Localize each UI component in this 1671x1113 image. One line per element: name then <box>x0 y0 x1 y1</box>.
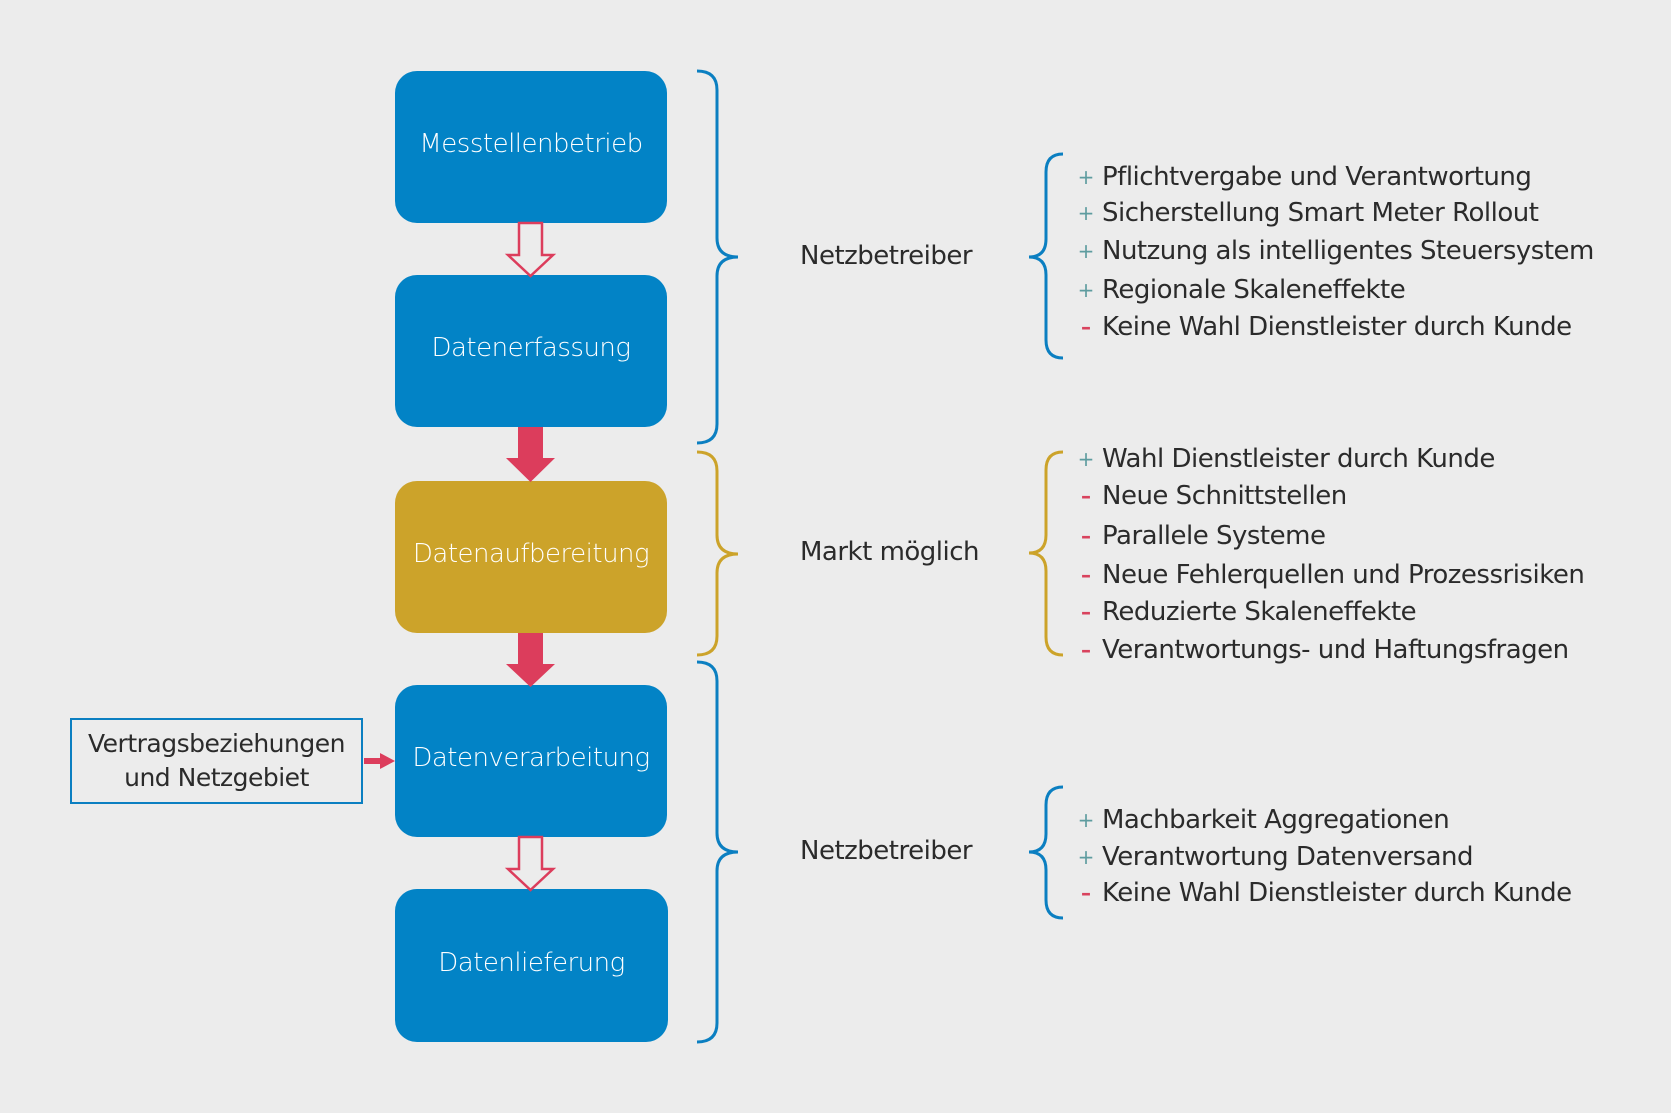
list-item-text: Wahl Dienstleister durch Kunde <box>1102 444 1495 474</box>
plus-icon: + <box>1077 165 1095 189</box>
list-item: – Reduzierte Skaleneffekte <box>1070 595 1417 629</box>
brace-right-markt <box>696 450 739 657</box>
minus-icon: – <box>1081 524 1091 548</box>
brace-left-list-1 <box>1028 152 1064 360</box>
brace-left-list-2 <box>1028 450 1064 657</box>
list-item-text: Parallele Systeme <box>1102 521 1326 551</box>
list-item: + Machbarkeit Aggregationen <box>1070 803 1450 837</box>
list-item-text: Nutzung als intelligentes Steuersystem <box>1102 236 1594 266</box>
process-step-datenerfassung: Datenerfassung <box>395 275 667 427</box>
side-input-box: Vertragsbeziehungen und Netzgebiet <box>70 718 363 804</box>
list-item: + Pflichtvergabe und Verantwortung <box>1070 160 1532 194</box>
list-item: + Wahl Dienstleister durch Kunde <box>1070 442 1496 476</box>
list-item: – Neue Fehlerquellen und Prozessrisiken <box>1070 558 1585 592</box>
list-item: – Parallele Systeme <box>1070 519 1326 553</box>
process-step-label: Datenaufbereitung <box>412 539 650 569</box>
solid-arrow-right-icon <box>364 753 395 769</box>
group-label-markt: Markt möglich <box>800 537 980 567</box>
list-item: – Verantwortungs- und Haftungsfragen <box>1070 633 1569 667</box>
side-input-line-1: Vertragsbeziehungen <box>88 729 345 758</box>
side-input-line-2: und Netzgebiet <box>124 763 309 792</box>
list-item: + Sicherstellung Smart Meter Rollout <box>1070 196 1539 230</box>
process-step-datenlieferung: Datenlieferung <box>395 889 668 1042</box>
list-item-text: Machbarkeit Aggregationen <box>1102 805 1450 835</box>
hollow-arrow-down-icon <box>504 835 557 892</box>
list-item: – Keine Wahl Dienstleister durch Kunde <box>1070 876 1572 910</box>
minus-icon: – <box>1081 315 1091 339</box>
list-item-text: Keine Wahl Dienstleister durch Kunde <box>1102 878 1572 908</box>
list-item-text: Neue Fehlerquellen und Prozessrisiken <box>1102 560 1585 590</box>
plus-icon: + <box>1077 239 1095 263</box>
list-item: – Keine Wahl Dienstleister durch Kunde <box>1070 310 1572 344</box>
brace-right-netz-top <box>696 69 739 445</box>
minus-icon: – <box>1081 638 1091 662</box>
process-step-label: Messtellenbetrieb <box>419 129 643 159</box>
process-step-datenaufbereitung: Datenaufbereitung <box>395 481 667 633</box>
list-item-text: Regionale Skaleneffekte <box>1102 275 1406 305</box>
plus-icon: + <box>1077 447 1095 471</box>
minus-icon: – <box>1081 563 1091 587</box>
hollow-arrow-down-icon <box>504 221 557 278</box>
plus-icon: + <box>1077 845 1095 869</box>
plus-icon: + <box>1077 808 1095 832</box>
minus-icon: – <box>1081 881 1091 905</box>
minus-icon: – <box>1081 484 1091 508</box>
brace-right-netz-bottom <box>696 660 739 1044</box>
list-item: – Neue Schnittstellen <box>1070 479 1347 513</box>
minus-icon: – <box>1081 600 1091 624</box>
process-step-messtellenbetrieb: Messtellenbetrieb <box>395 71 667 223</box>
list-item: + Nutzung als intelligentes Steuersystem <box>1070 234 1595 268</box>
plus-icon: + <box>1077 278 1095 302</box>
list-item-text: Verantwortung Datenversand <box>1102 842 1474 872</box>
list-item-text: Pflichtvergabe und Verantwortung <box>1102 162 1532 192</box>
solid-arrow-down-icon <box>506 427 555 482</box>
process-step-label: Datenverarbeitung <box>412 743 650 773</box>
process-step-label: Datenerfassung <box>431 333 631 363</box>
group-label-netzbetreiber-top: Netzbetreiber <box>800 241 973 271</box>
list-item-text: Sicherstellung Smart Meter Rollout <box>1102 198 1539 228</box>
plus-icon: + <box>1077 201 1095 225</box>
process-step-label: Datenlieferung <box>438 947 625 978</box>
list-item-text: Neue Schnittstellen <box>1102 481 1347 511</box>
list-item: + Verantwortung Datenversand <box>1070 840 1474 874</box>
list-item: + Regionale Skaleneffekte <box>1070 273 1406 307</box>
solid-arrow-down-icon <box>506 633 555 687</box>
process-step-datenverarbeitung: Datenverarbeitung <box>395 685 667 837</box>
group-label-netzbetreiber-bottom: Netzbetreiber <box>800 836 973 866</box>
list-item-text: Keine Wahl Dienstleister durch Kunde <box>1102 312 1572 342</box>
brace-left-list-3 <box>1028 785 1064 920</box>
list-item-text: Reduzierte Skaleneffekte <box>1102 597 1417 627</box>
list-item-text: Verantwortungs- und Haftungsfragen <box>1102 635 1569 665</box>
